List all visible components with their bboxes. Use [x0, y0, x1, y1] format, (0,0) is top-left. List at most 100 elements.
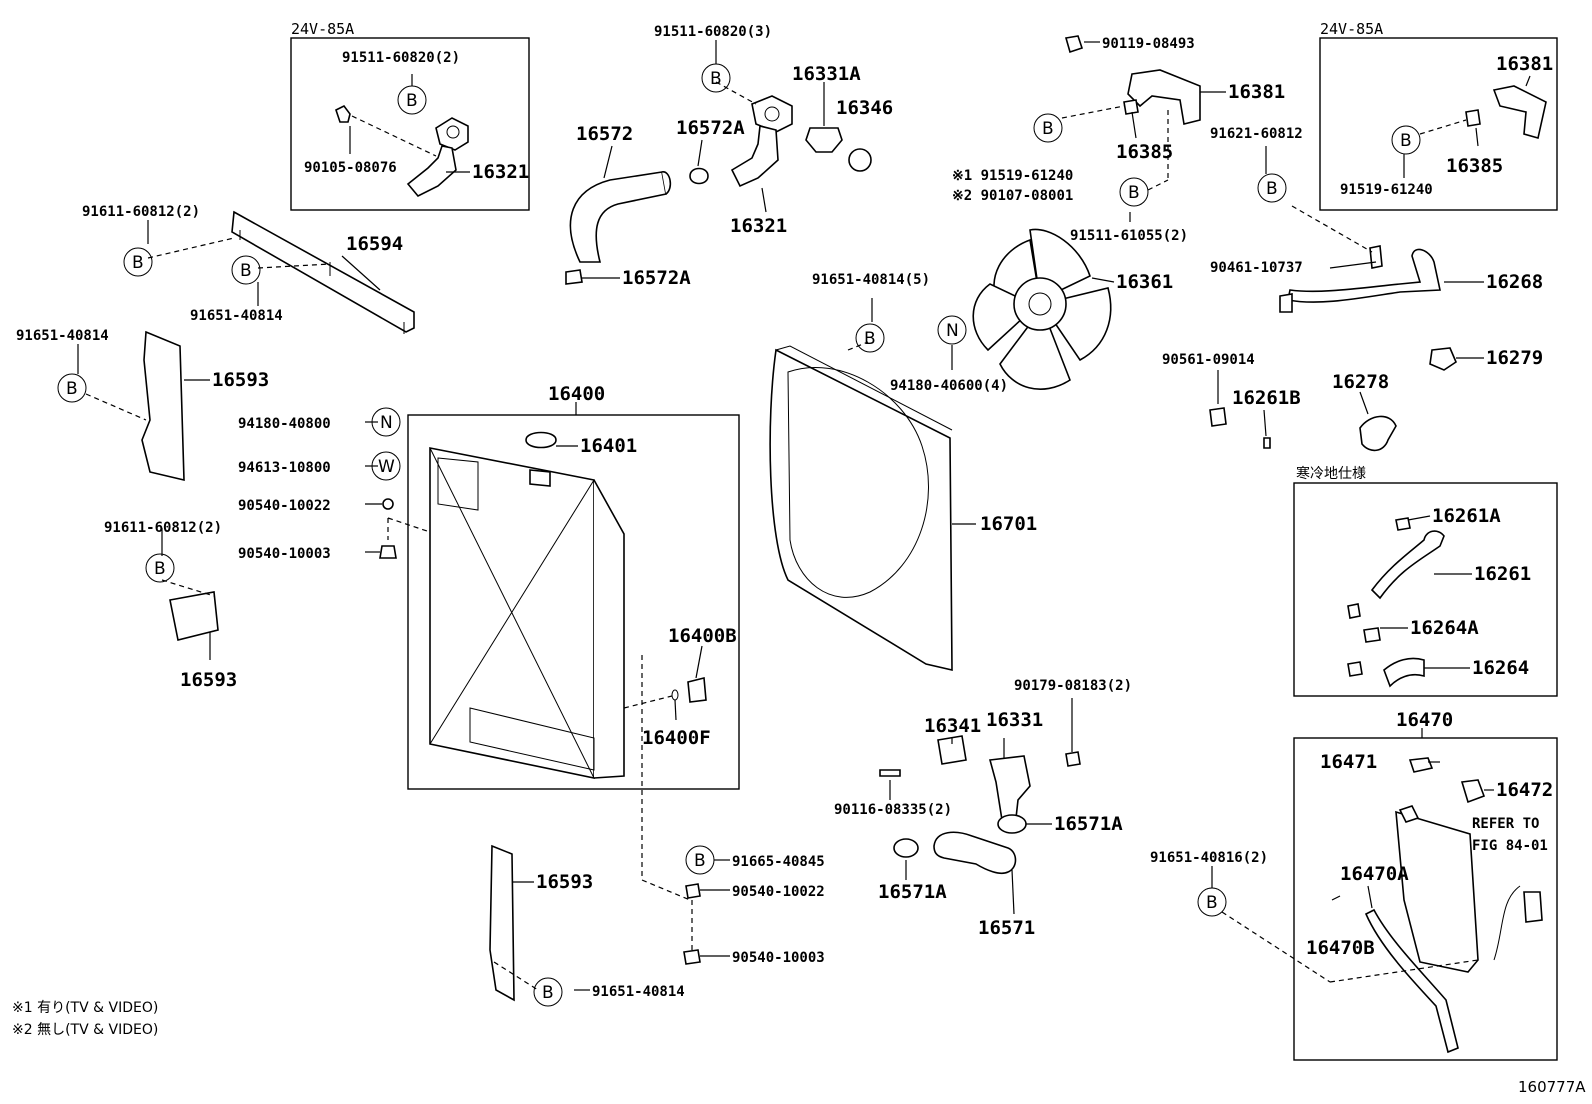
label-16331: 16331 [986, 709, 1043, 731]
label-90461-10737: 90461-10737 [1210, 260, 1303, 276]
water-bypass-pipe-drawing [1359, 415, 1397, 452]
reservoir-tank-drawing [1395, 805, 1543, 973]
radiator-box [407, 414, 740, 790]
label-16321-inset: 16321 [472, 161, 529, 183]
radiator-support-bracket-drawing [231, 210, 415, 334]
reservoir-hose-drawing [1364, 908, 1459, 1054]
circled-reference-markers: B B B B B B B B B N W B B N B B B [57, 63, 1421, 1007]
svg-text:B: B [154, 559, 166, 579]
svg-text:B: B [542, 983, 554, 1003]
label-16261A: 16261A [1432, 505, 1501, 527]
footnote-1: ※1 有り(TV & VIDEO) [12, 1000, 158, 1016]
radiator-hose-upper-drawing [565, 171, 672, 285]
label-16470B: 16470B [1306, 937, 1375, 959]
label-91621-60812: 91621-60812 [1210, 126, 1303, 142]
label-16261B: 16261B [1232, 387, 1301, 409]
label-16593-left: 16593 [212, 369, 269, 391]
label-16472: 16472 [1496, 779, 1553, 801]
svg-text:B: B [132, 253, 144, 273]
inset-box-24v-left [290, 37, 530, 211]
label-91651-40814-a: 91651-40814 [190, 308, 283, 324]
drain-cock-drawing [687, 676, 707, 703]
label-94613-10800: 94613-10800 [238, 460, 331, 476]
label-16400: 16400 [548, 383, 605, 405]
inset-label-24v-right: 24V-85A [1320, 20, 1383, 38]
svg-text:B: B [1266, 179, 1278, 199]
ref-circle-b: B [1197, 887, 1227, 917]
svg-text:B: B [240, 261, 252, 281]
label-16572A-bottom: 16572A [622, 267, 691, 289]
radiator-bracket-lower-drawing [169, 591, 219, 641]
label-90540-10003-bottom: 90540-10003 [732, 950, 825, 966]
hose-clamp-lower-b-drawing [893, 838, 919, 858]
cooling-fan-drawing [972, 228, 1112, 390]
svg-text:B: B [1400, 131, 1412, 151]
ref-circle-b: B [855, 323, 885, 353]
label-90561-09014: 90561-09014 [1162, 352, 1255, 368]
label-91665-40845: 91665-40845 [732, 854, 825, 870]
label-16346: 16346 [836, 97, 893, 119]
water-outlet-24v-drawing [335, 104, 469, 197]
cold-hose-clamp-a-drawing [1395, 517, 1411, 531]
washer-drawing [382, 498, 394, 510]
label-16594: 16594 [346, 233, 403, 255]
hose-plug-drawing [1209, 407, 1227, 427]
label-16381: 16381 [1228, 81, 1285, 103]
label-90540-10022-left: 90540-10022 [238, 498, 331, 514]
label-16361: 16361 [1116, 271, 1173, 293]
gasket-ring-drawing [848, 148, 872, 172]
label-91651-40814-5: 91651-40814(5) [812, 272, 930, 288]
hose-clamp-lower-a-drawing [997, 814, 1027, 834]
ref-circle-b: B [533, 977, 563, 1007]
svg-text:N: N [380, 413, 393, 433]
ref-circle-n: N [371, 407, 401, 437]
cold-hose-clamp-b-drawing [1347, 603, 1361, 619]
label-91511-60820-2: 91511-60820(2) [342, 50, 460, 66]
radiator-hose-lower-drawing [933, 831, 1017, 875]
ref-circle-b: B [123, 247, 153, 277]
cold-hose-drawing [1370, 530, 1445, 600]
ref-circle-w: W [371, 451, 401, 481]
reservoir-cap-b-drawing [1460, 779, 1486, 804]
cold-hose-clamp-d-drawing [1347, 661, 1363, 677]
label-94180-40600-4: 94180-40600(4) [890, 378, 1008, 394]
svg-text:N: N [946, 321, 959, 341]
inset-label-cold-climate: 寒冷地仕様 [1296, 465, 1366, 482]
label-16400B: 16400B [668, 625, 737, 647]
inset-box-24v-right [1319, 37, 1558, 211]
ref-circle-b: B [1119, 177, 1149, 207]
label-90119-08493: 90119-08493 [1102, 36, 1195, 52]
water-inlet-gasket-drawing [937, 735, 967, 765]
label-90540-10022-bottom: 90540-10022 [732, 884, 825, 900]
label-16593-bracket: 16593 [180, 669, 237, 691]
ref-circle-b: B [57, 373, 87, 403]
refer-note-line2: FIG 84-01 [1472, 838, 1548, 854]
label-16571: 16571 [978, 917, 1035, 939]
label-16331A: 16331A [792, 63, 861, 85]
cold-short-hose-drawing [1383, 657, 1425, 688]
water-outlet-drawing [730, 95, 793, 188]
label-91651-40816-2: 91651-40816(2) [1150, 850, 1268, 866]
label-16701: 16701 [980, 513, 1037, 535]
hose-joint-drawing [1429, 347, 1457, 371]
label-16264A: 16264A [1410, 617, 1479, 639]
radiator-baffle-left-drawing [141, 330, 185, 482]
ref-circle-b: B [1257, 173, 1287, 203]
label-91611-60812-2-top: 91611-60812(2) [82, 204, 200, 220]
label-16593-bottom: 16593 [536, 871, 593, 893]
bypass-hose-drawing [1279, 245, 1441, 313]
grommet-drawing [379, 545, 397, 559]
label-16268: 16268 [1486, 271, 1543, 293]
label-16572A-top: 16572A [676, 117, 745, 139]
stud-bolt-drawing [879, 769, 901, 777]
label-91511-61055-2: 91511-61055(2) [1070, 228, 1188, 244]
svg-text:W: W [378, 457, 395, 477]
ref-circle-n: N [937, 315, 967, 345]
label-16264: 16264 [1472, 657, 1529, 679]
svg-text:B: B [1042, 119, 1054, 139]
label-91651-40814-c: 91651-40814 [592, 984, 685, 1000]
fan-shroud-drawing [769, 345, 953, 672]
radiator-drawing [429, 447, 625, 779]
refer-note-line1: REFER TO [1472, 816, 1539, 832]
part-number-labels: 91511-60820(2) 90105-08076 16321 91511-6… [16, 24, 1553, 1000]
